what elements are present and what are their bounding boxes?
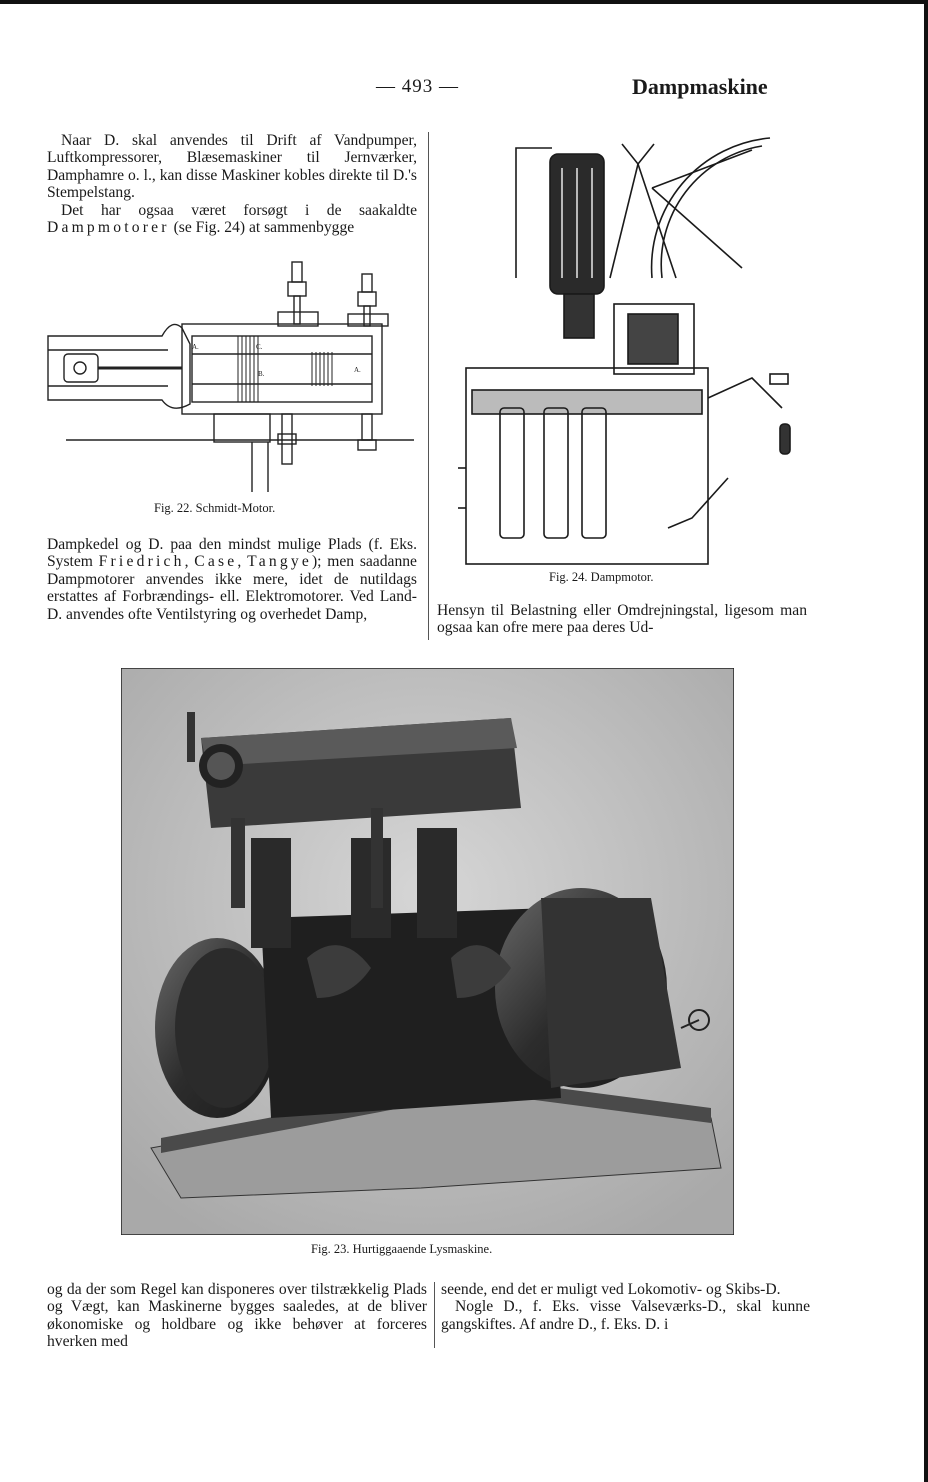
text-run: Dampkedel og D. paa den mindst mulige Pl… [47, 536, 417, 571]
figure-23-caption: Fig. 23. Hurtiggaaende Lysmaskine. [311, 1242, 493, 1256]
figure-24-caption: Fig. 24. Dampmotor. [549, 570, 654, 584]
paragraph: Hensyn til Belastning eller Omdrejningst… [437, 602, 807, 637]
paragraph: Det har ogsaa været forsøgt i de saakald… [47, 202, 417, 237]
paragraph: Dampkedel og D. paa den mindst mulige Pl… [47, 536, 417, 623]
paragraph: seende, end det er muligt ved Lokomotiv-… [441, 1281, 781, 1298]
paragraph: og da der som Regel kan disponeres over … [47, 1281, 427, 1351]
page-edge-right [924, 0, 928, 1482]
spaced-term: Friedrich [98, 553, 185, 571]
lysmaskine-photo [121, 668, 734, 1235]
column-rule-bottom [434, 1282, 435, 1348]
left-column-bottom: og da der som Regel kan disponeres over … [47, 1281, 427, 1351]
figure-24-dampmotor [452, 128, 804, 568]
svg-text:C.: C. [256, 343, 263, 351]
dampmotor-drawing [458, 137, 791, 565]
schmidt-motor-drawing: A. C. B. A. [47, 261, 414, 492]
figure-22-schmidt-motor: A. C. B. A. [42, 254, 420, 492]
page-number: — 493 — [376, 76, 459, 97]
text-run: ); men saadanne Dampmotorer anvendes ikk… [47, 553, 417, 623]
page-edge-top [0, 0, 928, 4]
right-column-bottom: seende, end det er muligt ved Lokomotiv-… [441, 1281, 810, 1333]
svg-text:A.: A. [192, 343, 199, 351]
figure-23-lysmaskine-photo [121, 668, 734, 1235]
paragraph: Naar D. skal anvendes til Drift af Vandp… [47, 132, 417, 202]
text-run: , [237, 553, 242, 571]
svg-text:B.: B. [258, 370, 265, 378]
text-run: , [184, 553, 189, 571]
figure-22-caption: Fig. 22. Schmidt-Motor. [154, 501, 276, 515]
running-head: Dampmaskine [632, 74, 768, 99]
right-column-intro: Hensyn til Belastning eller Omdrejningst… [437, 602, 807, 637]
left-column-continued: Dampkedel og D. paa den mindst mulige Pl… [47, 536, 417, 623]
paragraph: Nogle D., f. Eks. visse Valseværks-D., s… [441, 1298, 810, 1333]
column-rule-top [428, 132, 429, 640]
spaced-term: Dampmotorer [47, 219, 170, 237]
svg-text:A.: A. [354, 366, 361, 374]
spaced-term: Tangye [247, 553, 312, 571]
left-column-intro: Naar D. skal anvendes til Drift af Vandp… [47, 132, 417, 236]
text-run: Det har ogsaa været forsøgt i de saakald… [61, 201, 417, 219]
spaced-term: Case [194, 553, 238, 571]
text-run: (se Fig. 24) at sammenbygge [173, 219, 355, 237]
